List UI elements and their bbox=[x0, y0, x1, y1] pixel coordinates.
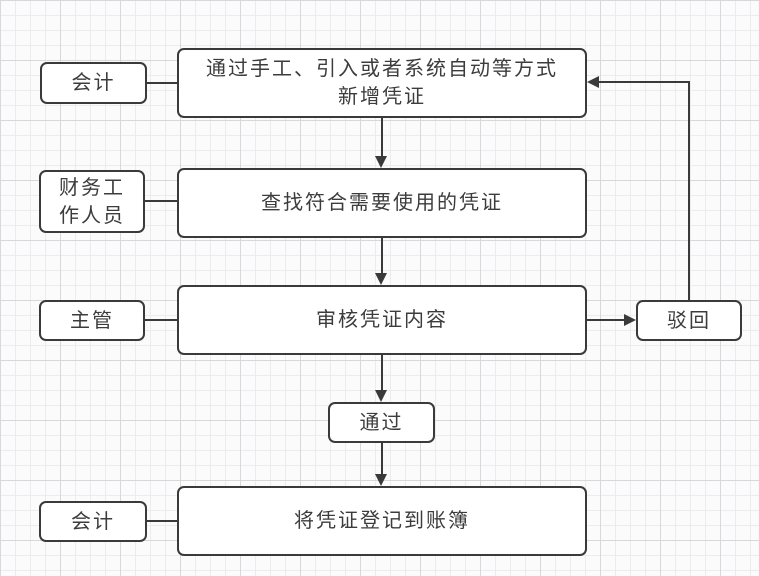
node-role-finance-staff[interactable]: 财务工 作人员 bbox=[39, 170, 145, 233]
edge-create-to-find-arrowhead bbox=[375, 156, 387, 168]
edge-reject-to-create-vertical-line bbox=[688, 81, 690, 300]
node-label-line1: 财务工 bbox=[59, 176, 125, 199]
connector-finance-staff-to-find bbox=[145, 200, 177, 202]
node-label: 主管 bbox=[70, 309, 114, 332]
node-label: 会计 bbox=[71, 72, 116, 94]
node-step-review-voucher[interactable]: 审核凭证内容 bbox=[177, 285, 587, 355]
connector-accountant-top-to-create bbox=[147, 82, 177, 84]
edge-find-to-review-line bbox=[381, 238, 383, 273]
node-role-accountant-top[interactable]: 会计 bbox=[40, 62, 147, 104]
edge-reject-to-create-horizontal-line bbox=[599, 81, 690, 83]
node-label: 查找符合需要使用的凭证 bbox=[261, 192, 503, 214]
node-label-line1: 通过手工、引入或者系统自动等方式 bbox=[206, 58, 558, 80]
node-label: 将凭证登记到账簿 bbox=[294, 510, 470, 532]
connector-supervisor-to-review bbox=[145, 319, 177, 321]
edge-review-to-pass-arrowhead bbox=[375, 390, 387, 402]
node-step-create-voucher[interactable]: 通过手工、引入或者系统自动等方式 新增凭证 bbox=[177, 48, 587, 118]
node-step-record-to-ledger[interactable]: 将凭证登记到账簿 bbox=[177, 486, 587, 556]
edge-review-to-reject-arrowhead bbox=[624, 314, 636, 326]
node-label: 通过 bbox=[359, 411, 404, 434]
node-step-find-voucher[interactable]: 查找符合需要使用的凭证 bbox=[177, 168, 587, 238]
edge-create-to-find-line bbox=[381, 118, 383, 156]
edge-find-to-review-arrowhead bbox=[375, 273, 387, 285]
node-label: 会计 bbox=[71, 510, 115, 533]
node-step-pass[interactable]: 通过 bbox=[328, 402, 435, 443]
node-label: 驳回 bbox=[667, 309, 711, 332]
edge-pass-to-record-arrowhead bbox=[375, 474, 387, 486]
edge-review-to-pass-line bbox=[381, 355, 383, 390]
edge-pass-to-record-line bbox=[381, 443, 383, 474]
connector-accountant-bottom-to-record bbox=[147, 520, 177, 522]
edge-review-to-reject-line bbox=[587, 319, 624, 321]
node-label-line2: 作人员 bbox=[59, 204, 125, 227]
node-label: 审核凭证内容 bbox=[316, 309, 448, 331]
node-role-accountant-bottom[interactable]: 会计 bbox=[39, 501, 147, 542]
node-role-supervisor[interactable]: 主管 bbox=[39, 300, 145, 341]
edge-reject-to-create-arrowhead bbox=[587, 76, 599, 88]
node-step-reject[interactable]: 驳回 bbox=[636, 300, 742, 341]
node-label-line2: 新增凭证 bbox=[338, 86, 426, 108]
